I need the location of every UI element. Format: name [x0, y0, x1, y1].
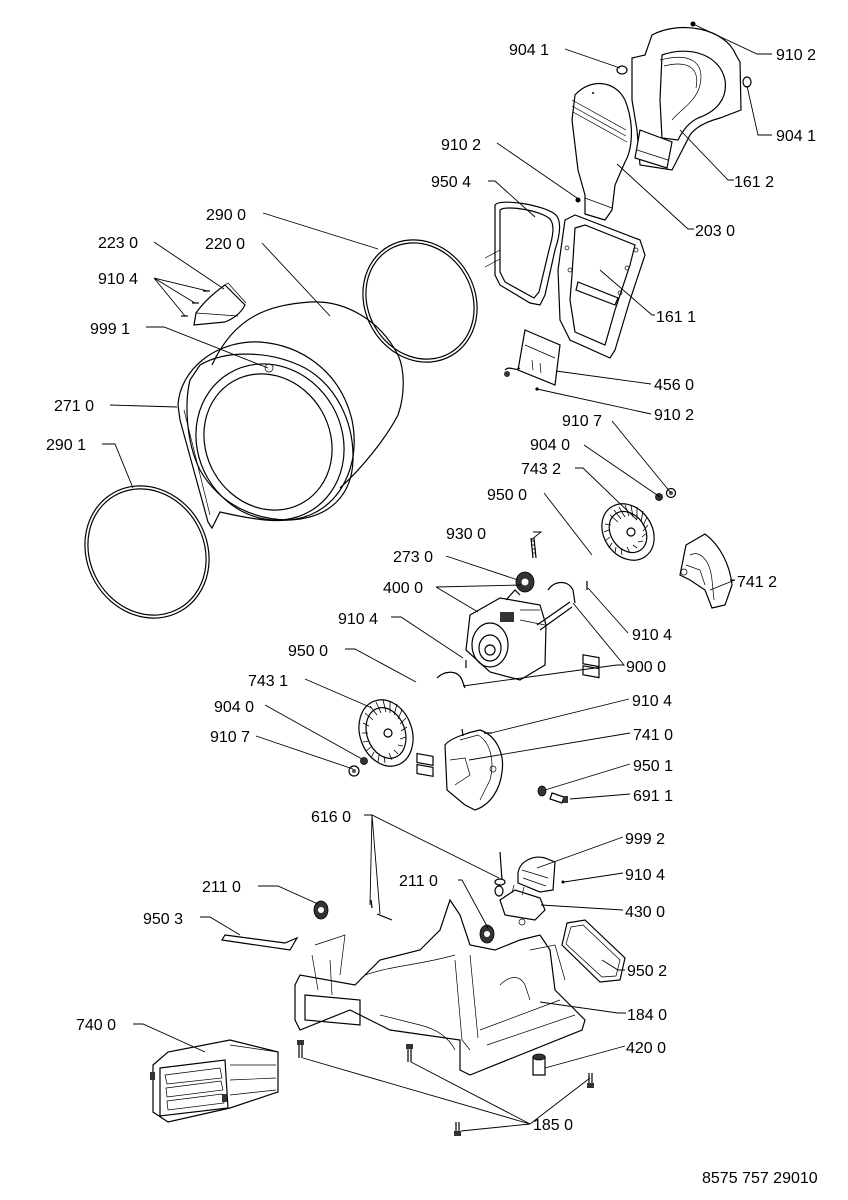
- leader-lines: [102, 23, 772, 1132]
- part-616-0: [370, 851, 506, 921]
- part-fan-wheel-upper: [601, 503, 655, 561]
- part-grommet: [537, 785, 547, 797]
- part-spring: [530, 537, 537, 559]
- callout-904-1: 904 1: [776, 128, 816, 145]
- part-drum-roller-right: [479, 924, 495, 944]
- part-fan-housing-lower: [444, 728, 504, 811]
- callout-910-4: 910 4: [632, 693, 672, 710]
- callout-290-1: 290 1: [46, 437, 86, 454]
- callout-400-0: 400 0: [383, 580, 423, 597]
- part-motor-clip-right: [547, 581, 576, 604]
- part-drum-front-seal: [177, 341, 355, 530]
- part-pad-upper: [582, 654, 600, 679]
- callout-220-0: 220 0: [205, 236, 245, 253]
- callout-741-0: 741 0: [633, 727, 673, 744]
- callout-616-0: 616 0: [311, 809, 351, 826]
- part-rear-panel: [557, 214, 646, 359]
- callout-950-0: 950 0: [288, 643, 328, 660]
- callout-184-0: 184 0: [627, 1007, 667, 1024]
- callout-910-2: 910 2: [776, 47, 816, 64]
- part-lamp-cover: [193, 282, 247, 326]
- part-rear-filter-housing: [631, 26, 742, 171]
- document-number: 8575 757 29010: [702, 1170, 818, 1187]
- part-foot-420: [532, 1053, 546, 1076]
- part-motor: [465, 589, 573, 681]
- part-rear-drum-ring: [362, 239, 478, 363]
- callout-691-1: 691 1: [633, 788, 673, 805]
- callout-950-2: 950 2: [627, 963, 667, 980]
- part-plug-right: [742, 76, 752, 88]
- callout-910-2: 910 2: [441, 137, 481, 154]
- part-drum: [186, 301, 404, 521]
- callout-900-0: 900 0: [626, 659, 666, 676]
- callout-labels: 904 1 910 2 904 1 161 2 910 2 950 4 203 …: [46, 42, 816, 1134]
- part-base-frame: [294, 898, 586, 1076]
- callout-203-0: 203 0: [695, 223, 735, 240]
- part-cover-999-2: [517, 856, 556, 893]
- callout-185-0: 185 0: [533, 1117, 573, 1134]
- callout-456-0: 456 0: [654, 377, 694, 394]
- part-screw-999-2: [561, 880, 565, 884]
- callout-904-0: 904 0: [530, 437, 570, 454]
- part-motor-clip-left: [436, 671, 466, 689]
- part-fan-wheel-lower: [358, 699, 414, 767]
- callout-740-0: 740 0: [76, 1017, 116, 1034]
- part-gasket-950-2: [561, 919, 626, 983]
- callout-910-4: 910 4: [338, 611, 378, 628]
- part-air-duct: [571, 82, 633, 221]
- callout-910-2: 910 2: [654, 407, 694, 424]
- callout-904-1: 904 1: [509, 42, 549, 59]
- part-sensor-module: [504, 329, 561, 391]
- callout-743-1: 743 1: [248, 673, 288, 690]
- part-drum-roller-left: [313, 900, 329, 920]
- callout-950-4: 950 4: [431, 174, 471, 191]
- part-gasket-duct: [484, 201, 561, 306]
- part-condenser-box: [150, 1039, 279, 1123]
- callout-161-1: 161 1: [656, 309, 696, 326]
- callout-420-0: 420 0: [626, 1040, 666, 1057]
- callout-211-0: 211 0: [202, 879, 241, 896]
- callout-910-7: 910 7: [210, 729, 250, 746]
- callout-950-3: 950 3: [143, 911, 183, 928]
- callout-910-4: 910 4: [98, 271, 138, 288]
- callout-930-0: 930 0: [446, 526, 486, 543]
- callout-430-0: 430 0: [625, 904, 665, 921]
- callout-290-0: 290 0: [206, 207, 246, 224]
- part-feet-screws: [297, 1040, 594, 1136]
- part-front-drum-ring: [84, 485, 210, 619]
- part-fan-housing-right: [679, 533, 733, 609]
- part-pad-lower: [416, 752, 434, 778]
- callout-211-0: 211 0: [399, 873, 438, 890]
- callout-273-0: 273 0: [393, 549, 433, 566]
- part-pulley: [515, 571, 535, 593]
- callout-161-2: 161 2: [734, 174, 774, 191]
- part-nut-upper: [655, 487, 677, 501]
- part-pin: [549, 792, 568, 804]
- part-nut-lower: [348, 757, 368, 777]
- part-module-430: [499, 884, 546, 926]
- callout-910-7: 910 7: [562, 413, 602, 430]
- callout-271-0: 271 0: [54, 398, 94, 415]
- callout-950-0: 950 0: [487, 487, 527, 504]
- callout-910-4: 910 4: [625, 867, 665, 884]
- callout-904-0: 904 0: [214, 699, 254, 716]
- callout-743-2: 743 2: [521, 461, 561, 478]
- callout-950-1: 950 1: [633, 758, 673, 775]
- callout-999-1: 999 1: [90, 321, 130, 338]
- callout-741-2: 741 2: [737, 574, 777, 591]
- callout-999-2: 999 2: [625, 831, 665, 848]
- callout-910-4: 910 4: [632, 627, 672, 644]
- part-screw-duct: [575, 197, 581, 203]
- callout-223-0: 223 0: [98, 235, 138, 252]
- part-seal-strip: [221, 934, 299, 951]
